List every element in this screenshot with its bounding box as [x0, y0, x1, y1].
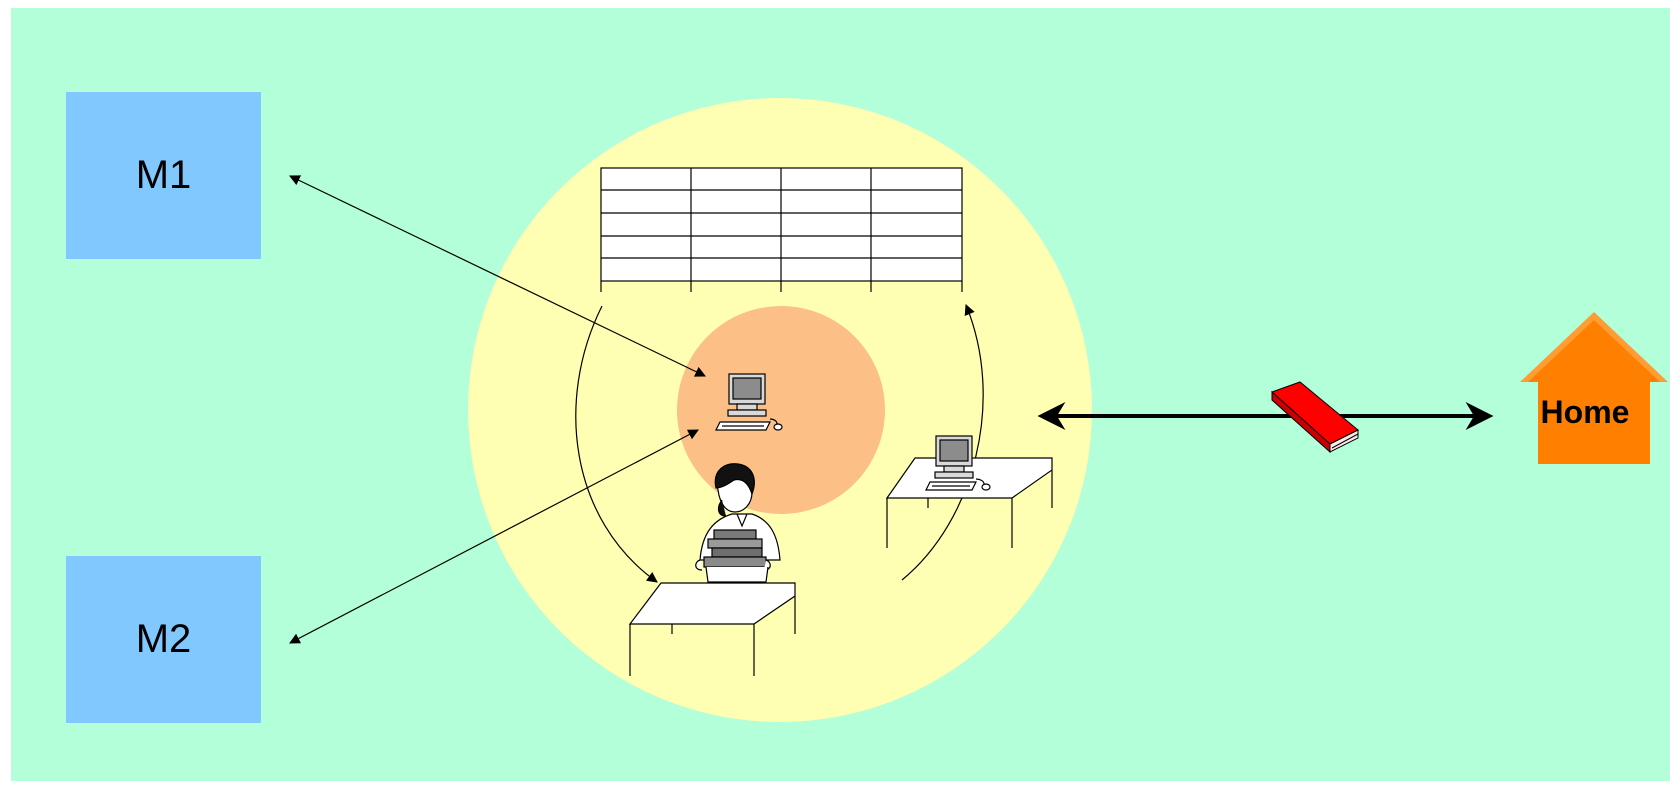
table-grid-icon	[601, 168, 962, 292]
m1-label: M1	[136, 153, 192, 198]
m2-label: M2	[136, 617, 192, 662]
m1-box: M1	[66, 92, 261, 259]
m2-box: M2	[66, 556, 261, 723]
home-label: Home	[1528, 394, 1642, 431]
inner-circle	[677, 306, 885, 514]
